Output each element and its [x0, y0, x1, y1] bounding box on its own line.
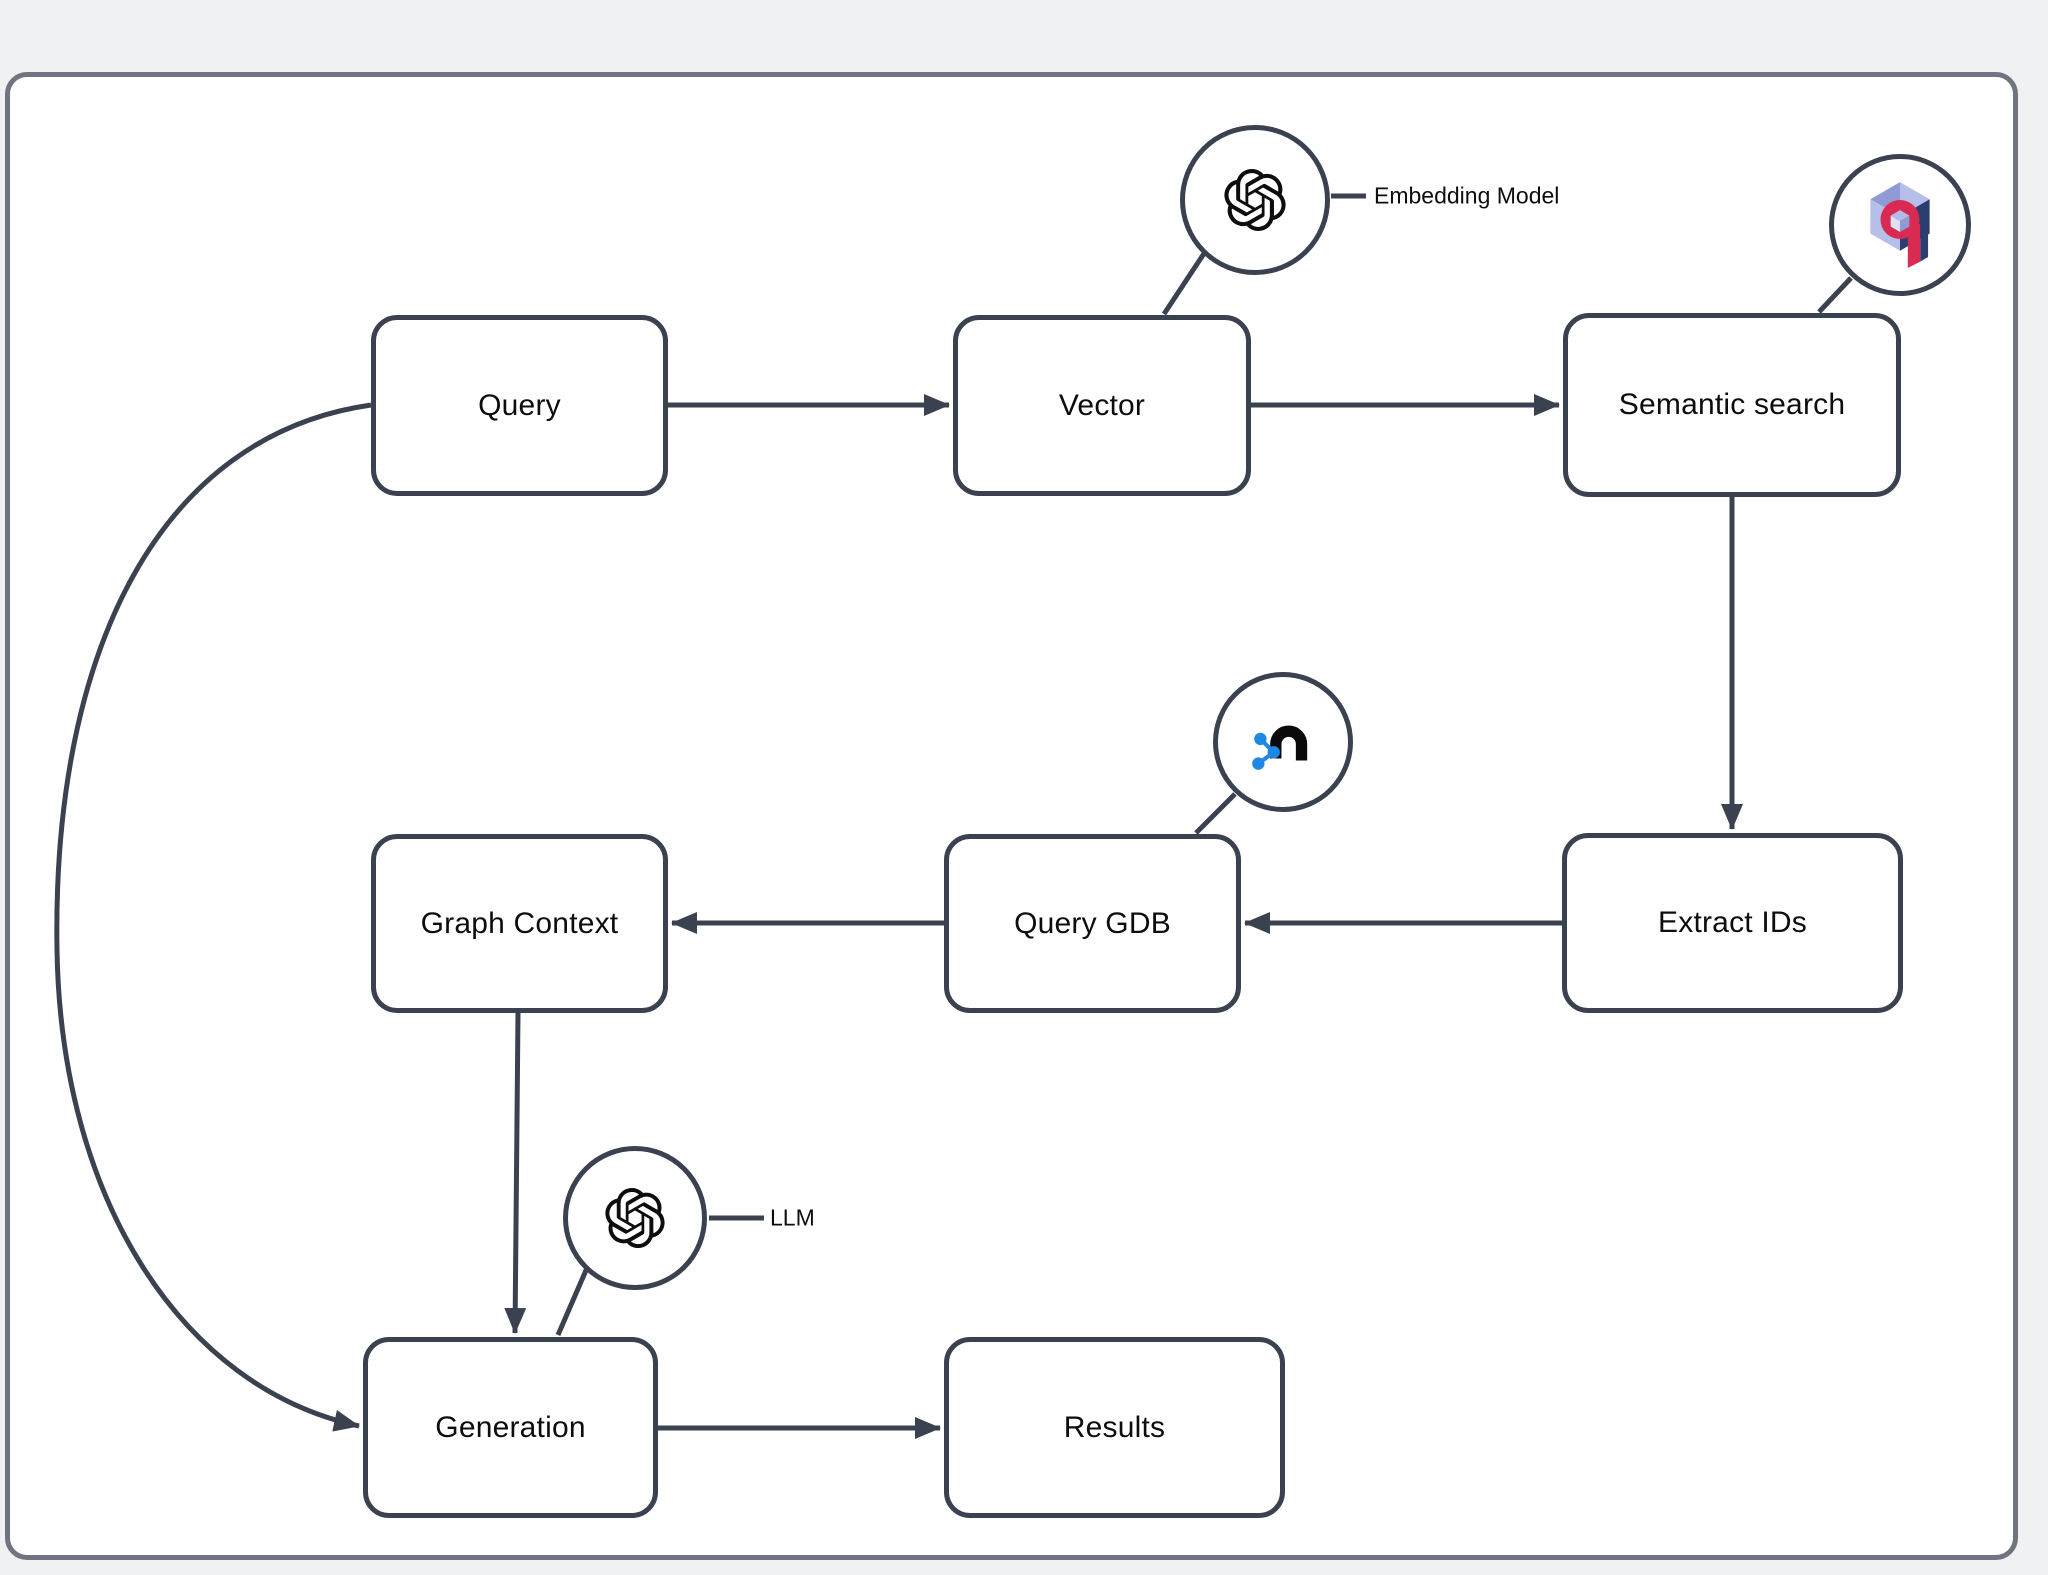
- stub-embedding-vector: [1161, 250, 1208, 316]
- neo4j-icon: [1252, 725, 1308, 770]
- stub-neo4j-querygdb: [1194, 792, 1237, 835]
- node-vector[interactable]: Vector: [953, 315, 1251, 496]
- node-semantic-search-label: Semantic search: [1618, 388, 1846, 421]
- embedding-model-label: Embedding Model: [1374, 182, 1560, 209]
- edge-query-generation: [54, 402, 372, 1432]
- node-graph-context[interactable]: Graph Context: [371, 834, 668, 1013]
- llm-label: LLM: [770, 1204, 815, 1231]
- qdrant-icon: [1870, 182, 1930, 268]
- node-graph-context-label: Graph Context: [420, 906, 619, 940]
- node-extract-ids-label: Extract IDs: [1658, 906, 1807, 939]
- node-semantic-search[interactable]: Semantic search: [1563, 313, 1901, 497]
- embedding-model-icon-circle[interactable]: [1180, 125, 1330, 275]
- openai-icon: [1224, 169, 1286, 231]
- edge-graphcontext-generation: [504, 1012, 527, 1334]
- node-vector-label: Vector: [1058, 388, 1146, 422]
- node-generation-label: Generation: [435, 1410, 586, 1444]
- node-extract-ids[interactable]: Extract IDs: [1562, 833, 1903, 1013]
- neo4j-icon-circle[interactable]: [1213, 672, 1353, 812]
- node-generation[interactable]: Generation: [363, 1337, 658, 1518]
- node-query-gdb[interactable]: Query GDB: [944, 834, 1241, 1013]
- qdrant-icon-circle[interactable]: [1829, 154, 1971, 296]
- node-results[interactable]: Results: [944, 1337, 1285, 1518]
- node-results-label: Results: [1063, 1410, 1166, 1444]
- stub-llm-generation: [555, 1267, 590, 1336]
- openai-icon: [605, 1188, 665, 1248]
- node-query[interactable]: Query: [371, 315, 668, 496]
- stub-qdrant-semantic: [1817, 276, 1853, 314]
- node-query-label: Query: [478, 388, 561, 422]
- llm-icon-circle[interactable]: [563, 1146, 707, 1290]
- node-query-gdb-label: Query GDB: [1014, 906, 1171, 940]
